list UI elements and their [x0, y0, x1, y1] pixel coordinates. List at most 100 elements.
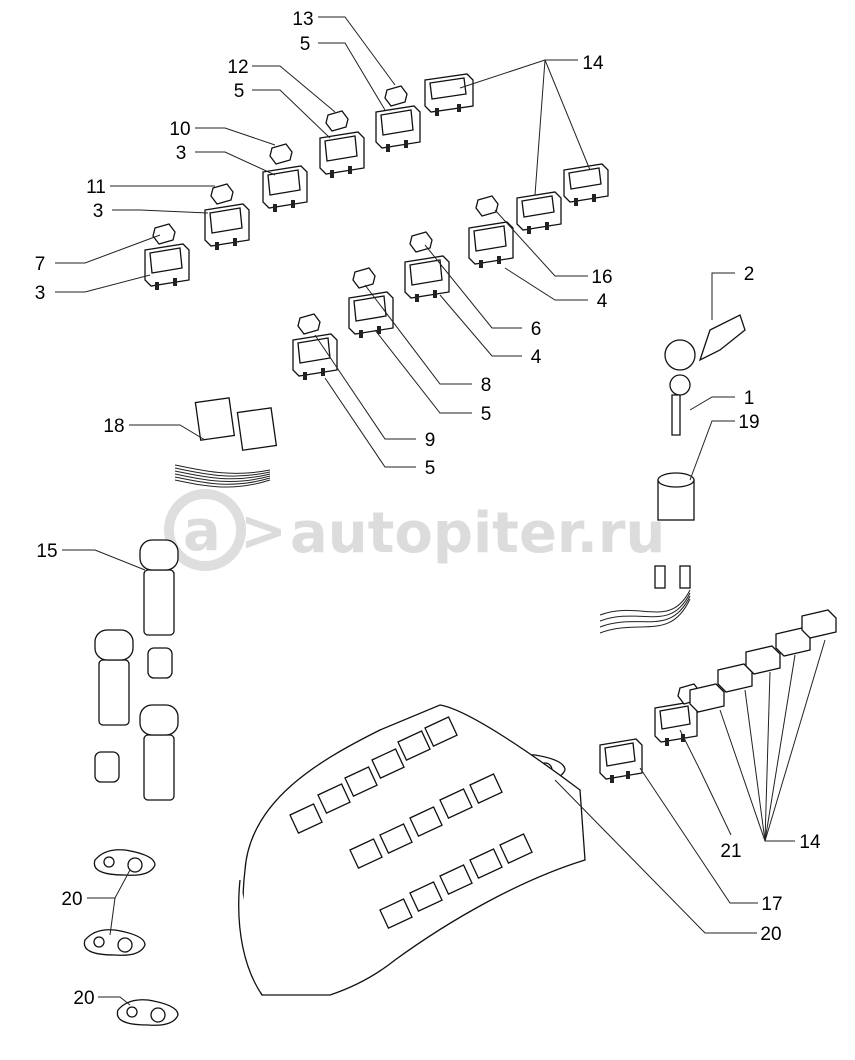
- gasket: [116, 999, 179, 1026]
- panel-switch-slot: [409, 806, 443, 837]
- leader-line: [504, 267, 588, 301]
- callout-label: 4: [531, 347, 542, 368]
- callout-label: 3: [35, 283, 46, 304]
- ignition-key: [664, 314, 746, 436]
- gasket: [83, 929, 146, 956]
- panel-switch-slot: [397, 730, 431, 761]
- watermark-logo-arrow: >: [240, 499, 287, 564]
- callout-label: 12: [227, 57, 248, 78]
- leader-line: [195, 151, 276, 176]
- rocker-switch: [563, 163, 609, 206]
- callout-label: 11: [86, 177, 106, 198]
- callout-label: 2: [744, 264, 755, 285]
- callout-label: 14: [582, 53, 604, 74]
- indicator-lamp: [94, 629, 134, 726]
- leader-line: [711, 272, 735, 320]
- leader-line: [424, 244, 522, 329]
- panel-switch-slot: [409, 881, 443, 912]
- leader-line: [764, 654, 796, 842]
- rocker-switch: [654, 701, 698, 746]
- rocker-switch: [144, 243, 190, 290]
- panel-switch-slot: [349, 838, 383, 869]
- callout-label: 14: [799, 832, 821, 853]
- indicator-lamp: [139, 704, 179, 801]
- gasket: [93, 849, 156, 876]
- panel-switch-slot: [424, 716, 458, 747]
- switch-cap: [297, 313, 321, 335]
- rocker-switch: [516, 191, 562, 234]
- wiring-connector: [174, 397, 278, 488]
- rocker-switch: [404, 255, 450, 302]
- panel-switch-slot: [469, 848, 503, 879]
- leader-line: [109, 897, 116, 936]
- rocker-switch: [204, 203, 250, 250]
- leader-line: [112, 209, 209, 214]
- callout-label: 7: [35, 254, 46, 275]
- panel-switch-slot: [379, 823, 413, 854]
- rocker-switch: [292, 333, 338, 380]
- leader-line: [764, 639, 826, 842]
- callout-label: 5: [481, 404, 492, 425]
- switch-cap: [152, 223, 176, 245]
- callout-label: 13: [292, 9, 313, 30]
- callout-label: 3: [176, 143, 187, 164]
- panel-switch-slot: [371, 748, 405, 779]
- dashboard-panel: [238, 704, 586, 996]
- callout-label: 8: [481, 375, 492, 396]
- leader-line: [744, 689, 766, 842]
- leader-line: [374, 329, 472, 414]
- leader-line: [639, 767, 758, 904]
- blank-switch-plug: [745, 645, 781, 675]
- leader-line: [689, 396, 735, 411]
- callout-label: 18: [103, 416, 124, 437]
- callout-label: 16: [591, 267, 612, 288]
- leader-line: [252, 89, 331, 139]
- panel-switch-slot: [317, 783, 351, 814]
- leader-line: [318, 42, 386, 111]
- leader-line: [544, 59, 591, 171]
- switch-cap: [352, 267, 376, 289]
- callout-label: 20: [73, 988, 94, 1009]
- rocker-switch: [424, 73, 474, 116]
- indicator-lamp: [139, 539, 179, 636]
- callout-label: 19: [738, 412, 759, 433]
- switch-cap: [269, 143, 293, 165]
- rocker-switch: [262, 165, 308, 212]
- panel-switch-slot: [499, 833, 533, 864]
- leader-line: [62, 549, 146, 571]
- watermark-text: autopiter.ru: [290, 501, 665, 566]
- callout-label: 15: [36, 541, 57, 562]
- blank-switch-plug: [689, 683, 725, 713]
- leader-line: [679, 729, 732, 836]
- callout-label: 4: [597, 291, 608, 312]
- watermark: a > autopiter.ru: [164, 489, 665, 571]
- callout-label: 21: [720, 841, 741, 862]
- leader-line: [554, 779, 757, 934]
- callout-label: 5: [234, 81, 245, 102]
- leader-line: [494, 209, 588, 277]
- leader-line: [459, 59, 578, 89]
- leader-line: [719, 709, 795, 842]
- panel-switch-slot: [469, 773, 503, 804]
- rocker-switch: [348, 291, 394, 338]
- lamp-socket: [94, 751, 120, 783]
- blank-switch-plug: [717, 663, 753, 693]
- callout-label: 20: [61, 889, 82, 910]
- leader-line: [129, 424, 206, 441]
- leader-line: [534, 59, 546, 196]
- lamp-socket: [147, 647, 173, 679]
- leader-lines: [55, 16, 826, 1006]
- leader-line: [364, 284, 472, 385]
- panel-switch-slot: [439, 864, 473, 895]
- leader-line: [55, 274, 151, 293]
- callout-label: 5: [300, 34, 311, 55]
- watermark-logo: a: [183, 499, 221, 564]
- callout-labels: 1351412510311373164264851191895151421172…: [35, 9, 821, 1009]
- leader-line: [98, 996, 131, 1006]
- ignition-switch: [599, 472, 695, 634]
- callout-label: 6: [531, 319, 542, 340]
- switch-cap: [325, 110, 349, 132]
- rocker-switch: [599, 738, 643, 783]
- callout-label: 1: [744, 388, 755, 409]
